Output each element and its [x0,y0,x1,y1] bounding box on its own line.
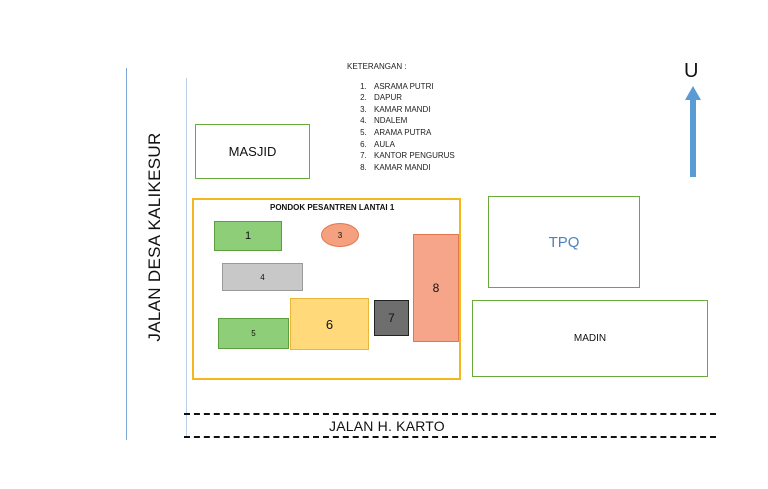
legend-item: KAMAR MANDI [369,162,455,174]
room-5-asrama-putra: 5 [218,318,289,349]
room-4-label: 4 [260,272,265,282]
madin-label: MADIN [573,333,607,344]
room-8-label: 8 [432,281,440,295]
room-6-label: 6 [325,316,334,332]
legend-item: DAPUR [369,92,455,104]
inner-boundary-line [186,78,187,438]
room-1-asrama-putri: 1 [214,221,282,251]
legend-item: ASRAMA PUTRI [369,81,455,93]
south-road-edge-bottom [184,436,716,438]
west-road-label: JALAN DESA KALIKESUR [145,132,164,342]
room-7-label: 7 [388,311,395,325]
legend-item: KANTOR PENGURUS [369,150,455,162]
room-4-ndalem: 4 [222,263,303,291]
legend-item: KAMAR MANDI [369,104,455,116]
room-8-kamar-mandi: 8 [413,234,459,342]
room-5-label: 5 [251,329,256,338]
pondok-pesantren-area [192,198,461,380]
room-7-kantor-pengurus: 7 [374,300,409,336]
tpq-building: TPQ [488,196,640,288]
south-road-edge-top [184,413,716,415]
legend-title: KETERANGAN : [347,62,407,71]
south-road-label: JALAN H. KARTO [329,418,445,434]
compass-label: U [684,60,699,82]
room-6-aula: 6 [290,298,369,350]
room-1-label: 1 [244,230,252,242]
legend-item: AULA [369,139,455,151]
room-3-kamar-mandi: 3 [321,223,359,247]
madin-building: MADIN [472,300,708,377]
pondok-title: PONDOK PESANTREN LANTAI 1 [270,203,395,212]
legend-item: NDALEM [369,115,455,127]
tpq-label: TPQ [548,233,580,251]
room-3-label: 3 [337,230,343,240]
legend-item: ARAMA PUTRA [369,127,455,139]
legend: KETERANGAN : ASRAMA PUTRI DAPUR KAMAR MA… [347,61,455,173]
masjid-label: MASJID [228,144,277,159]
legend-list: ASRAMA PUTRI DAPUR KAMAR MANDI NDALEM AR… [347,81,455,174]
masjid-building: MASJID [195,124,310,179]
north-arrow-icon [685,86,701,177]
west-road-line [126,68,127,440]
